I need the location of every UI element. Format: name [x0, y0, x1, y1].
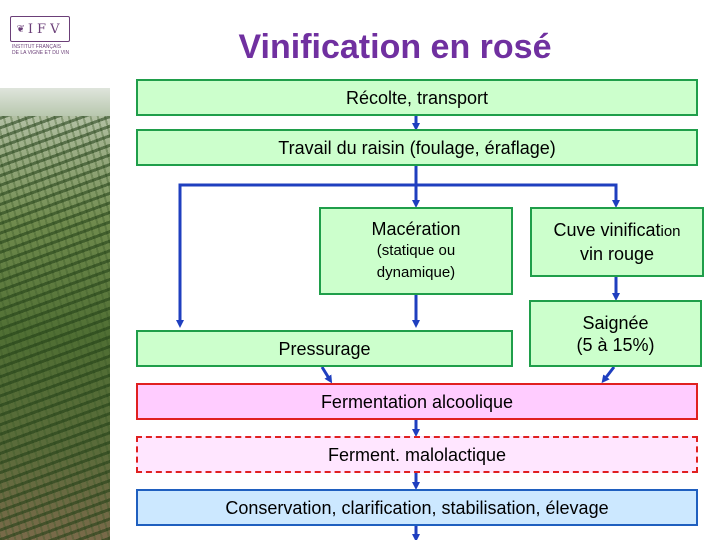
step-saignee: Saignée (5 à 15%) [529, 300, 702, 367]
arrow-branch-left [176, 183, 416, 328]
vineyard-sky [0, 88, 110, 116]
step-travail: Travail du raisin (foulage, éraflage) [136, 129, 698, 166]
step-pressurage: Pressurage [136, 330, 513, 367]
step-malolactique-label: Ferment. malolactique [327, 444, 507, 465]
step-fermentation: Fermentation alcoolique [136, 383, 698, 420]
step-saignee-label: Saignée [582, 312, 649, 333]
step-pressurage-label: Pressurage [278, 338, 371, 359]
logo-text: IFV [27, 21, 64, 37]
step-cuve-line1: Cuve vinificat [553, 220, 661, 240]
page-title: Vinification en rosé [238, 28, 552, 66]
step-recolte-label: Récolte, transport [345, 87, 489, 108]
arrow-branch-right [416, 183, 620, 208]
arrow-pressurage-fermentation [320, 366, 333, 384]
step-cuve-line2: vin rouge [579, 244, 655, 264]
step-recolte: Récolte, transport [136, 79, 698, 116]
step-cuve: Cuve vinification vin rouge [530, 207, 704, 277]
step-fermentation-label: Fermentation alcoolique [320, 391, 514, 412]
step-maceration-detail: (statique ou dynamique) [376, 242, 456, 281]
grape-icon: ❦ [16, 23, 25, 35]
logo-box: ❦IFV [10, 16, 70, 42]
step-travail-label: Travail du raisin (foulage, éraflage) [278, 137, 556, 158]
step-conservation-label: Conservation, clarification, stabilisati… [225, 497, 609, 518]
arrow-saignee-fermentation [601, 366, 616, 384]
ifv-logo: ❦IFV INSTITUT FRANÇAIS DE LA VIGNE ET DU… [10, 6, 72, 60]
step-cuve-line1-small: ion [660, 223, 681, 240]
step-conservation: Conservation, clarification, stabilisati… [136, 489, 698, 526]
step-maceration-label: Macération [371, 219, 461, 239]
step-cuve-line1-wrap: Cuve vinification [553, 219, 680, 243]
vineyard-photo [0, 88, 110, 540]
logo-subtitle: INSTITUT FRANÇAIS DE LA VIGNE ET DU VIN [12, 44, 70, 56]
step-maceration: Macération (statique ou dynamique) [319, 207, 513, 295]
step-malolactique: Ferment. malolactique [136, 436, 698, 473]
step-saignee-detail: (5 à 15%) [576, 334, 655, 355]
